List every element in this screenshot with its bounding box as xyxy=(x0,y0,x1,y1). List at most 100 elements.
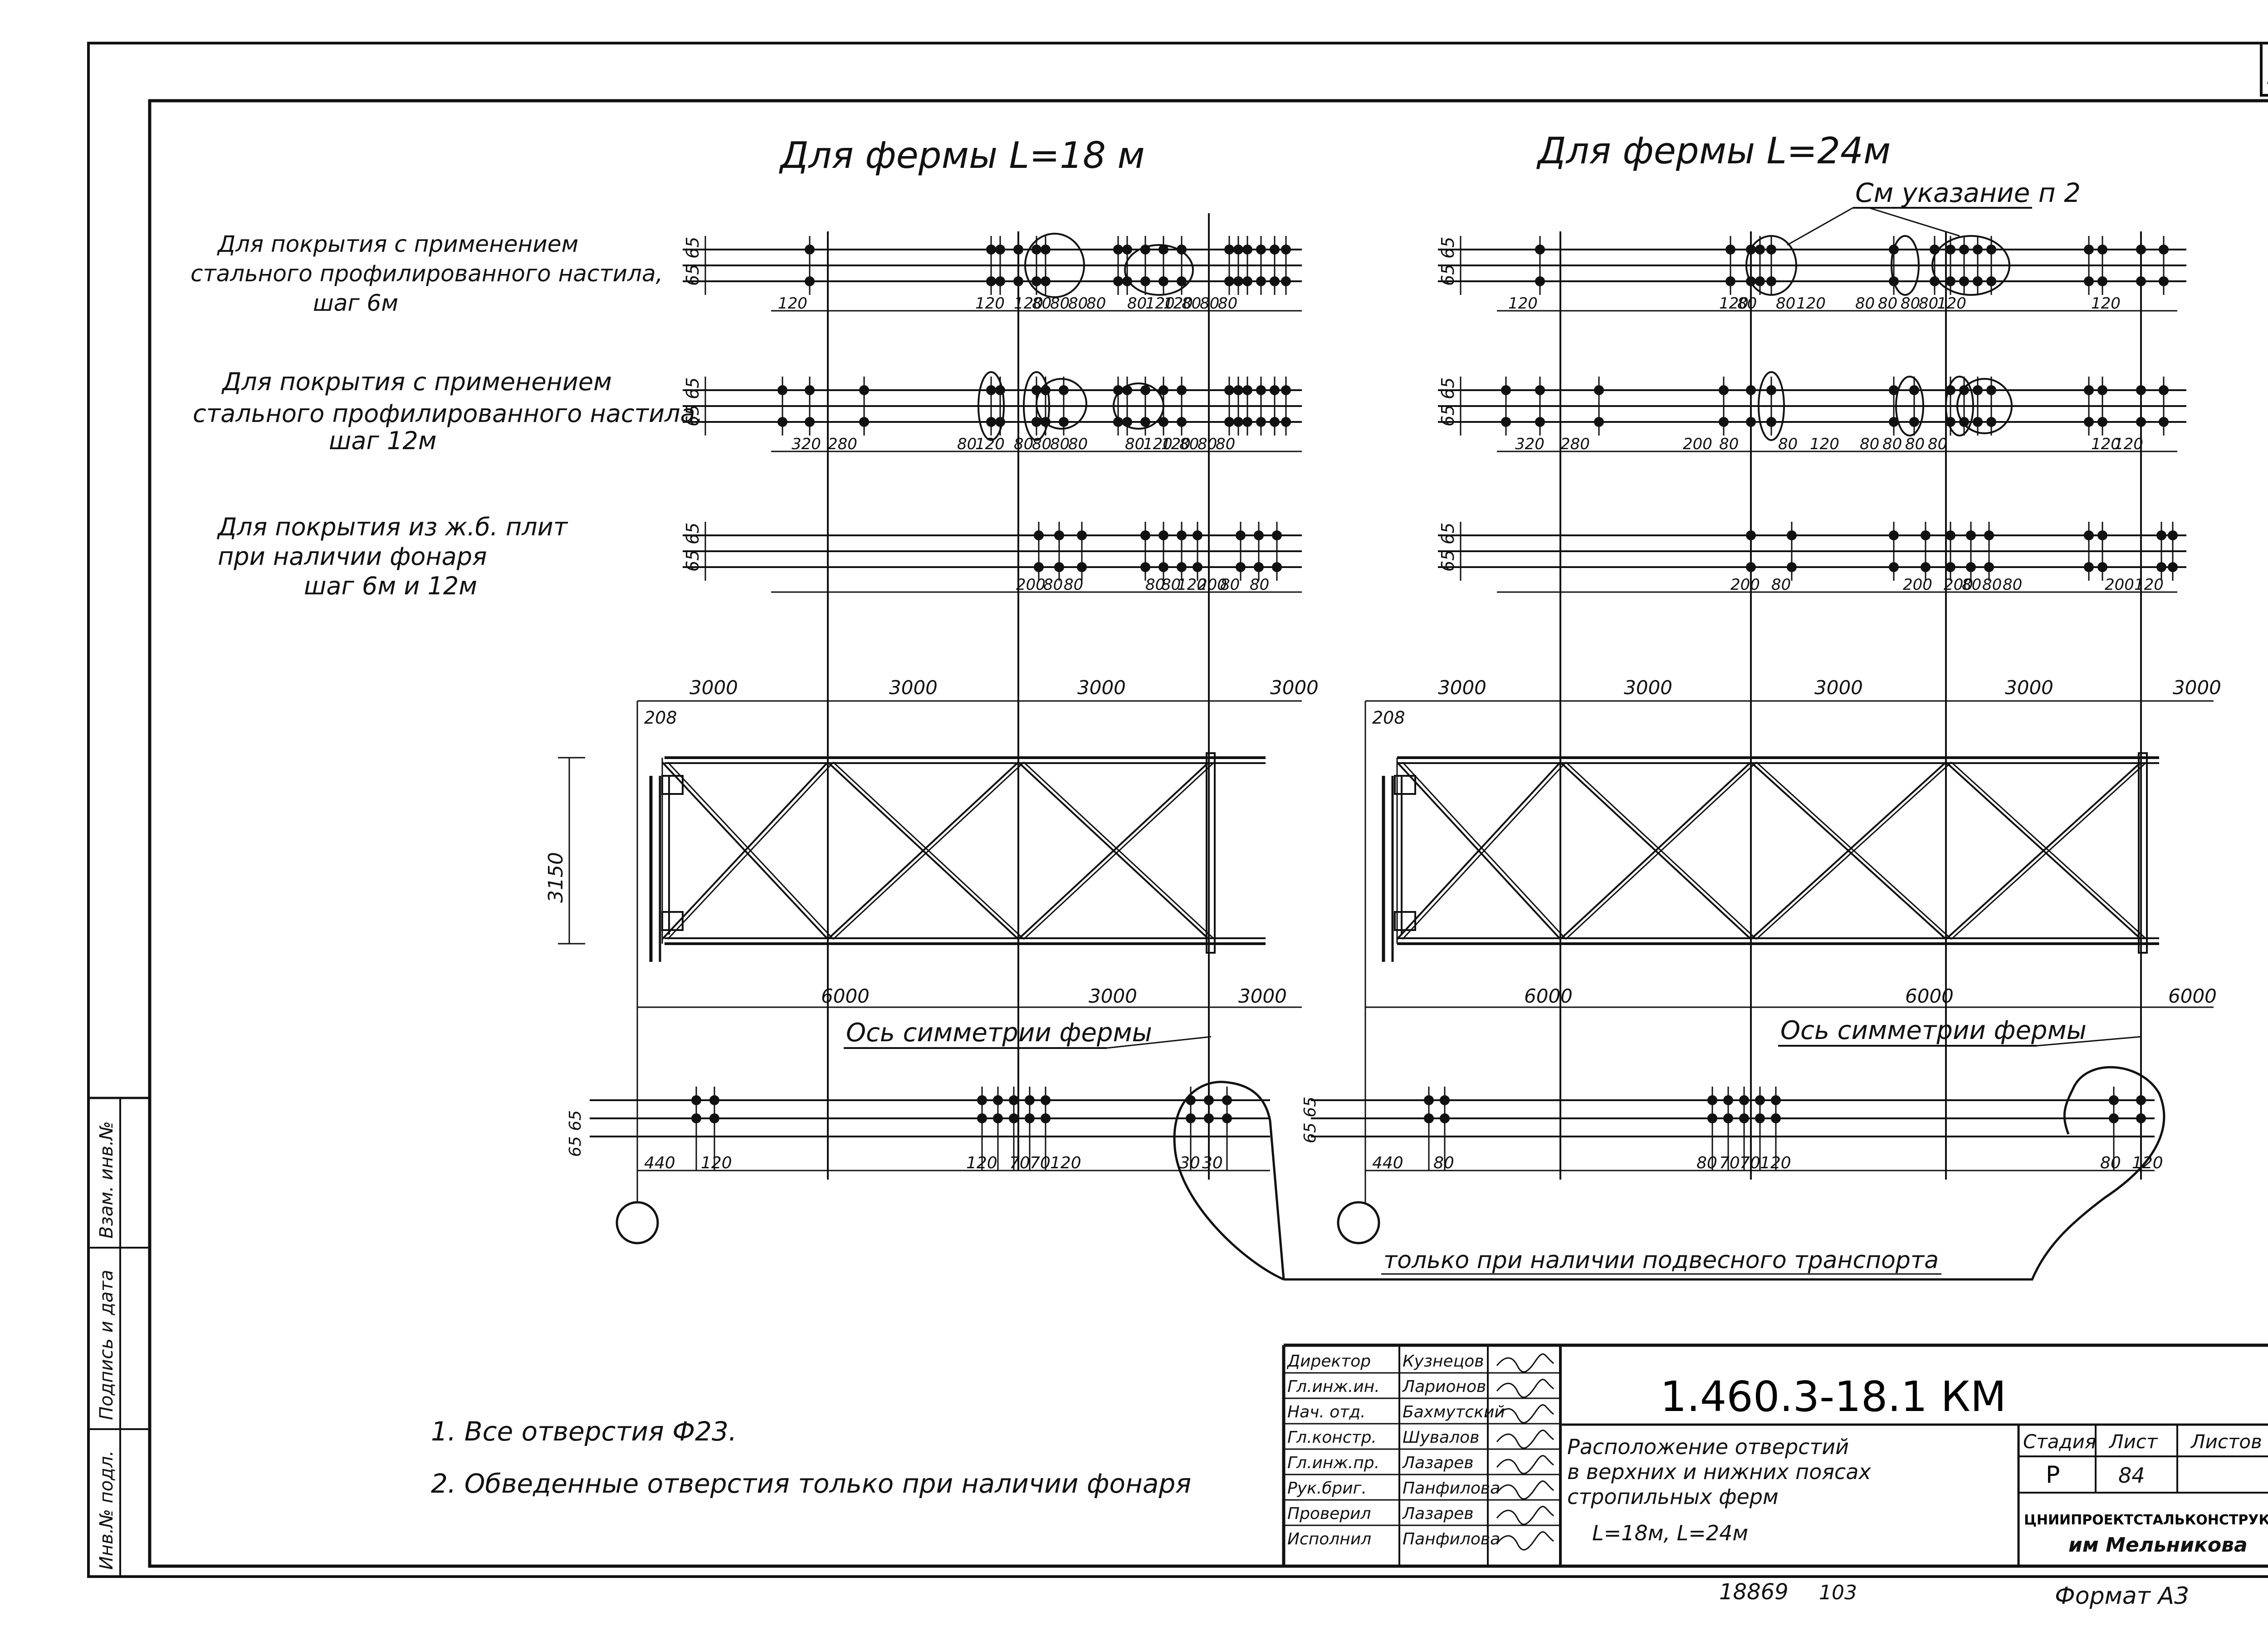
bottom-dim-left: 120 xyxy=(701,1154,732,1172)
svg-text:Лист: Лист xyxy=(2108,1431,2158,1453)
sheet-number-box: 102 xyxy=(2260,44,2268,97)
stamp-name: Бахмутский xyxy=(1403,1403,1505,1421)
row-dim-right: 80 xyxy=(1719,435,1739,453)
row-dim-right: 200 xyxy=(1903,576,1932,594)
panel-dim-top: 3000 xyxy=(1438,676,1486,699)
row-dim-left: 80 xyxy=(1198,435,1217,453)
hole-group-ring xyxy=(1023,371,1050,441)
row-dim-left: 80 xyxy=(1032,435,1051,453)
svg-text:Для покрытия из ж.б. плит: Для покрытия из ж.б. плит xyxy=(217,513,568,541)
row-label-1: Для покрытия с применением стального про… xyxy=(191,231,663,316)
truss-left-diagonal xyxy=(661,761,829,940)
row-dim-right: 120 xyxy=(1796,294,1826,313)
truss-right-diagonal xyxy=(1750,761,1947,940)
side-dim: 65 xyxy=(683,550,703,572)
outer-frame xyxy=(87,42,2268,1578)
svg-text:шаг 6м и 12м: шаг 6м и 12м xyxy=(304,572,477,600)
signature xyxy=(1496,1505,1554,1525)
row-dim-left: 80 xyxy=(1216,435,1235,453)
row-dim-right: 80 xyxy=(1737,294,1757,313)
section-cut xyxy=(2138,752,2148,954)
bottom-note: только при наличии подвесного транспорта xyxy=(1381,1247,1941,1275)
row-dim-right: 80 xyxy=(1901,294,1920,313)
height-dim: 3150 xyxy=(544,852,567,903)
row-dim-left: 80 xyxy=(1050,435,1070,453)
hole-group-ring xyxy=(1956,378,2013,434)
margin-stamp: Инв.№ подл. Подпись и дата Взам. инв.№ xyxy=(88,1097,150,1577)
row-dim-right: 80 xyxy=(2003,576,2022,594)
panel-dim-top: 3000 xyxy=(1270,676,1319,699)
panel-dim-top: 3000 xyxy=(689,676,738,699)
row-dim-left: 80 xyxy=(1068,435,1088,453)
hole-group-ring xyxy=(978,371,1005,441)
row-dim-right: 80 xyxy=(1771,576,1791,594)
offset-dim: 208 xyxy=(644,708,677,728)
panel-dim-bottom: 6000 xyxy=(1524,985,1573,1007)
svg-text:ЦНИИПРОЕКТСТАЛЬКОНСТРУКЦИЯ: ЦНИИПРОЕКТСТАЛЬКОНСТРУКЦИЯ xyxy=(2024,1512,2268,1528)
row-dim-left: 80 xyxy=(1127,294,1147,313)
row-dim-right: 80 xyxy=(1905,435,1925,453)
bottom-dim-right: 70 xyxy=(1740,1154,1760,1172)
stamp-role: Исполнил xyxy=(1287,1530,1371,1548)
row-dim-right: 200 xyxy=(2105,576,2134,594)
note-2: 2. Обведенные отверстия только при налич… xyxy=(431,1468,1191,1499)
axis-right: Ось симметрии фермы xyxy=(1778,1016,2141,1047)
svg-text:Р: Р xyxy=(2046,1461,2060,1489)
offset-dim: 208 xyxy=(1372,708,1405,728)
row-dim-right: 200 xyxy=(1730,576,1760,594)
title-left: Для фермы L=18 м xyxy=(779,134,1145,176)
row-dim-right: 80 xyxy=(1962,576,1981,594)
axis-left: Ось симметрии фермы xyxy=(844,1018,1212,1049)
margin-label-sign: Подпись и дата xyxy=(96,1270,117,1420)
row-dim-left: 80 xyxy=(1125,435,1144,453)
panel-dim-top: 3000 xyxy=(2005,676,2053,699)
row-dim-left: 280 xyxy=(828,435,857,453)
side-dim: 65 xyxy=(1438,523,1458,544)
side-dim: 65 xyxy=(1438,237,1458,259)
row-dim-left: 80 xyxy=(1043,576,1063,594)
bottom-dim-left: 120 xyxy=(1050,1154,1081,1172)
margin-label-replace: Взам. инв.№ xyxy=(96,1121,117,1239)
svg-text:при наличии фонаря: при наличии фонаря xyxy=(218,542,487,571)
row-dim-right: 120 xyxy=(1719,294,1749,313)
note-ref-label: См указание п 2 xyxy=(1855,177,2081,208)
side-dim: 65 xyxy=(683,377,703,399)
truss-right-diagonal xyxy=(1402,761,1567,940)
row-dim-left: 80 xyxy=(1250,576,1269,594)
note-reference: См указание п 2 xyxy=(1787,177,2081,246)
truss-left-diagonal xyxy=(832,761,1025,940)
row-dim-right: 200 xyxy=(1683,435,1712,453)
truss-right-diagonal xyxy=(1950,761,2147,940)
hole-group-ring xyxy=(1931,235,2010,296)
row-dim-left: 80 xyxy=(1161,576,1181,594)
truss-right-diagonal xyxy=(1559,761,1752,940)
row-dim-left: 80 xyxy=(957,435,977,453)
side-dim: 65 xyxy=(683,523,703,544)
row-dim-left: 80 xyxy=(1068,294,1088,313)
signature xyxy=(1496,1531,1554,1551)
svg-text:Ось симметрии фермы: Ось симметрии фермы xyxy=(1780,1016,2087,1045)
row-dim-right: 320 xyxy=(1515,435,1545,453)
bottom-dim-right: 80 xyxy=(1433,1154,1454,1172)
row-dim-left: 80 xyxy=(1064,576,1083,594)
row-dim-left: 200 xyxy=(1198,576,1227,594)
row-dim-right: 80 xyxy=(1878,294,1897,313)
bottom-dim-left: 70 xyxy=(1009,1154,1030,1172)
row-dim-left: 120 xyxy=(975,435,1005,453)
row-dim-right: 120 xyxy=(1508,294,1538,313)
side-dim: 65 xyxy=(1438,377,1458,399)
truss-left-gusset xyxy=(661,775,684,795)
row-dim-left: 120 xyxy=(1145,294,1175,313)
svg-text:Расположение отверстий: Расположение отверстий xyxy=(1567,1435,1849,1459)
signature xyxy=(1496,1353,1554,1373)
row-dim-left: 80 xyxy=(1182,294,1201,313)
svg-text:L=18м, L=24м: L=18м, L=24м xyxy=(1592,1521,1748,1545)
stamp-role: Рук.бриг. xyxy=(1287,1479,1367,1498)
row-dim-left: 80 xyxy=(1220,576,1240,594)
title-right: Для фермы L=24м xyxy=(1536,130,1891,172)
panel-dim-top: 3000 xyxy=(1624,676,1672,699)
format-label: Формат А3 xyxy=(2055,1582,2189,1610)
row-dim-right: 120 xyxy=(2134,576,2164,594)
stamp-code: 1.460.3-18.1 КМ xyxy=(1660,1372,2006,1421)
